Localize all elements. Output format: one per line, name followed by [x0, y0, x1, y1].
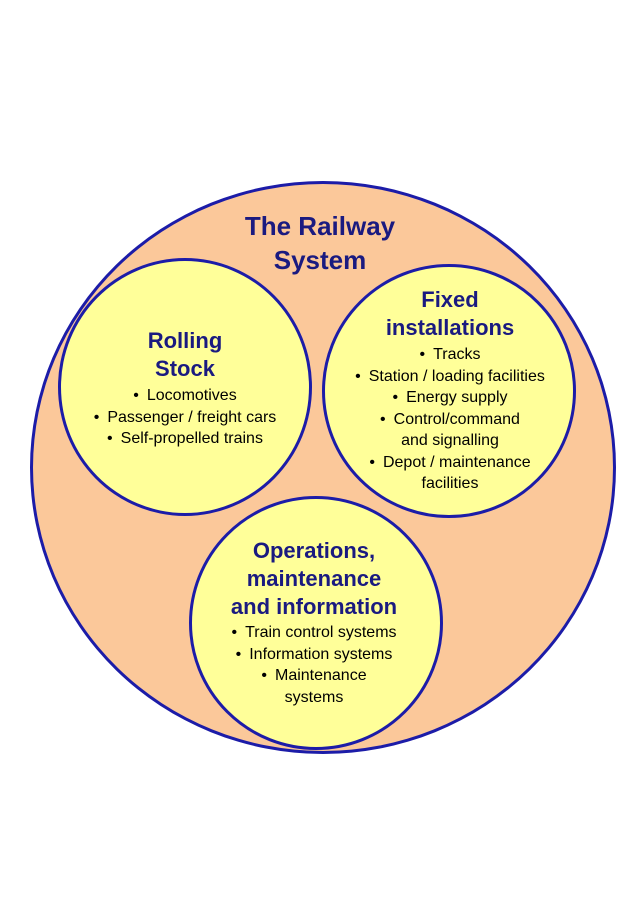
- list-item: • Maintenance systems: [231, 665, 396, 708]
- list-item: • Station / loading facilities: [355, 366, 545, 388]
- list-item-label: Self-propelled trains: [120, 430, 263, 447]
- fixed-installations-heading-line: installations: [385, 315, 515, 340]
- list-item: • Locomotives: [94, 385, 277, 407]
- list-item: • Train control systems: [231, 622, 396, 644]
- fixed-installations-heading: Fixed installations: [386, 286, 514, 342]
- list-item-label: Depot / maintenance: [382, 453, 531, 471]
- list-item-label: Control/command: [393, 410, 520, 428]
- list-item: • Passenger / freight cars: [94, 407, 277, 429]
- operations-heading: Operations, maintenance and information: [231, 537, 397, 621]
- bullet-icon: •: [380, 410, 386, 428]
- list-item: • Energy supply: [355, 387, 545, 409]
- rolling-stock-heading: Rolling Stock: [148, 327, 223, 383]
- list-item-label: Information systems: [249, 645, 393, 663]
- rolling-stock-circle: [58, 258, 312, 516]
- diagram-title: The Railway System: [245, 209, 395, 277]
- operations-heading-line: and information: [230, 594, 398, 619]
- fixed-installations-heading-line: Fixed: [421, 287, 479, 312]
- bullet-icon: •: [419, 346, 426, 363]
- bullet-icon: •: [392, 389, 399, 406]
- rolling-stock-heading-line: Stock: [155, 356, 215, 381]
- operations-heading-line: maintenance: [246, 566, 382, 591]
- bullet-icon: •: [231, 624, 238, 641]
- rolling-stock-heading-line: Rolling: [147, 328, 223, 353]
- list-item-label: Energy supply: [406, 389, 508, 406]
- rolling-stock-list: • Locomotives • Passenger / freight cars •…: [94, 385, 277, 450]
- list-item-label-continued: facilities: [421, 475, 479, 492]
- list-item-label: Locomotives: [146, 387, 237, 404]
- bullet-icon: •: [93, 408, 100, 426]
- list-item-label-continued: systems: [284, 688, 344, 706]
- list-item: • Information systems: [231, 644, 396, 666]
- list-item: • Tracks: [355, 344, 545, 366]
- operations-circle: [189, 496, 443, 750]
- bullet-icon: •: [133, 387, 139, 404]
- diagram-title-line: System: [273, 245, 367, 275]
- list-item: • Control/command and signalling: [355, 409, 545, 452]
- list-item: • Depot / maintenance facilities: [355, 452, 545, 495]
- bullet-icon: •: [235, 645, 242, 663]
- operations-list: •Train control systems •Information syst…: [231, 622, 396, 708]
- operations-heading-line: Operations,: [252, 538, 376, 563]
- list-item-label: Passenger / freight cars: [107, 408, 277, 426]
- fixed-installations-circle: [322, 264, 576, 518]
- list-item-label: Station / loading facilities: [368, 367, 545, 385]
- list-item: • Self-propelled trains: [94, 428, 277, 450]
- bullet-icon: •: [261, 667, 267, 684]
- list-item-label: Maintenance: [274, 667, 367, 684]
- list-item-label: Tracks: [433, 346, 481, 363]
- bullet-icon: •: [369, 453, 375, 471]
- list-item-label: Train control systems: [245, 624, 397, 641]
- bullet-icon: •: [355, 367, 361, 385]
- list-item-label-continued: and signalling: [401, 432, 499, 449]
- diagram-title-line: The Railway: [244, 211, 396, 241]
- bullet-icon: •: [107, 430, 113, 447]
- fixed-installations-list: • Tracks • Station / loading facilities • E…: [355, 344, 545, 495]
